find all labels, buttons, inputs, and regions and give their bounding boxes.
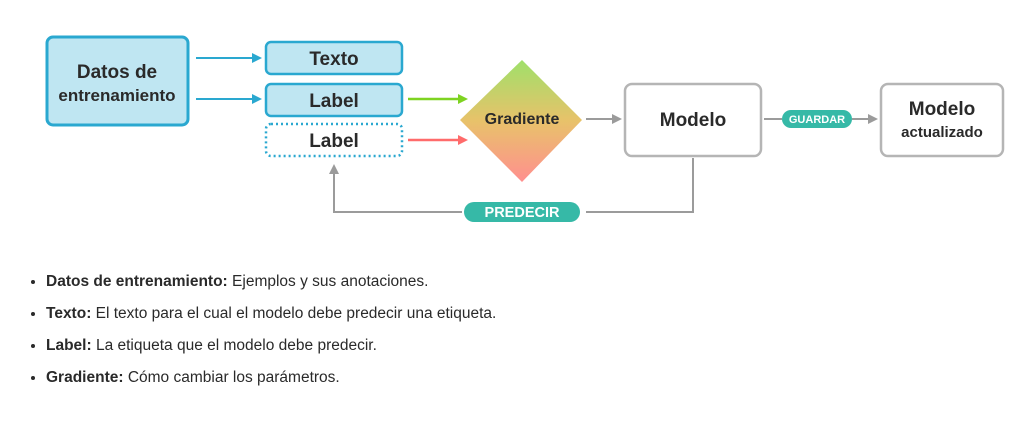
training-diagram: Datos de entrenamiento Texto Label Label… <box>45 35 1005 222</box>
predicted-label-node: Label <box>264 122 404 158</box>
text-node-label: Texto <box>309 49 358 70</box>
text-node: Texto <box>264 40 404 76</box>
legend-item-label: Label: La etiqueta que el modelo debe pr… <box>46 330 496 362</box>
gradient-node-label: Gradiente <box>485 111 560 128</box>
legend-desc: Cómo cambiar los parámetros. <box>123 369 340 386</box>
predict-loop: PREDECIR <box>329 158 694 222</box>
save-badge <box>782 110 852 128</box>
label-node: Label <box>264 82 404 118</box>
legend-item-training-data: Datos de entrenamiento: Ejemplos y sus a… <box>46 266 496 298</box>
gradient-arrow-to-model <box>586 114 622 124</box>
legend-item-text: Texto: El texto para el cual el modelo d… <box>46 298 496 330</box>
gradient-node: Gradiente <box>460 60 582 182</box>
updated-model-label-line2: actualizado <box>901 124 983 141</box>
save-badge-label: GUARDAR <box>789 114 845 126</box>
training-data-label-line2: entrenamiento <box>58 86 175 105</box>
predict-badge <box>464 202 580 222</box>
legend-item-gradient: Gradiente: Cómo cambiar los parámetros. <box>46 362 496 394</box>
training-data-node: Datos de entrenamiento <box>45 35 190 127</box>
legend-desc: El texto para el cual el modelo debe pre… <box>91 305 497 322</box>
legend-desc: Ejemplos y sus anotaciones. <box>227 273 429 290</box>
model-node-label: Modelo <box>660 110 727 131</box>
predicted-label-node-label: Label <box>309 131 359 152</box>
legend-list: Datos de entrenamiento: Ejemplos y sus a… <box>26 266 496 394</box>
updated-model-label-line1: Modelo <box>909 99 976 120</box>
legend-desc: La etiqueta que el modelo debe predecir. <box>91 337 377 354</box>
training-data-label-line1: Datos de <box>77 62 157 83</box>
legend-term: Datos de entrenamiento: <box>46 273 228 290</box>
training-data-arrow-to-text <box>196 53 262 63</box>
training-data-arrow-to-label <box>196 94 262 104</box>
predicted-label-arrow-to-gradient <box>408 135 468 145</box>
save-connector: GUARDAR <box>764 110 878 128</box>
model-node: Modelo <box>623 82 763 158</box>
legend-term: Label: <box>46 337 92 354</box>
label-node-label: Label <box>309 91 359 112</box>
updated-model-node: Modelo actualizado <box>879 82 1005 158</box>
legend-term: Gradiente: <box>46 369 124 386</box>
label-arrow-to-gradient <box>408 94 468 104</box>
legend-term: Texto: <box>46 305 92 322</box>
predict-badge-label: PREDECIR <box>485 205 560 221</box>
